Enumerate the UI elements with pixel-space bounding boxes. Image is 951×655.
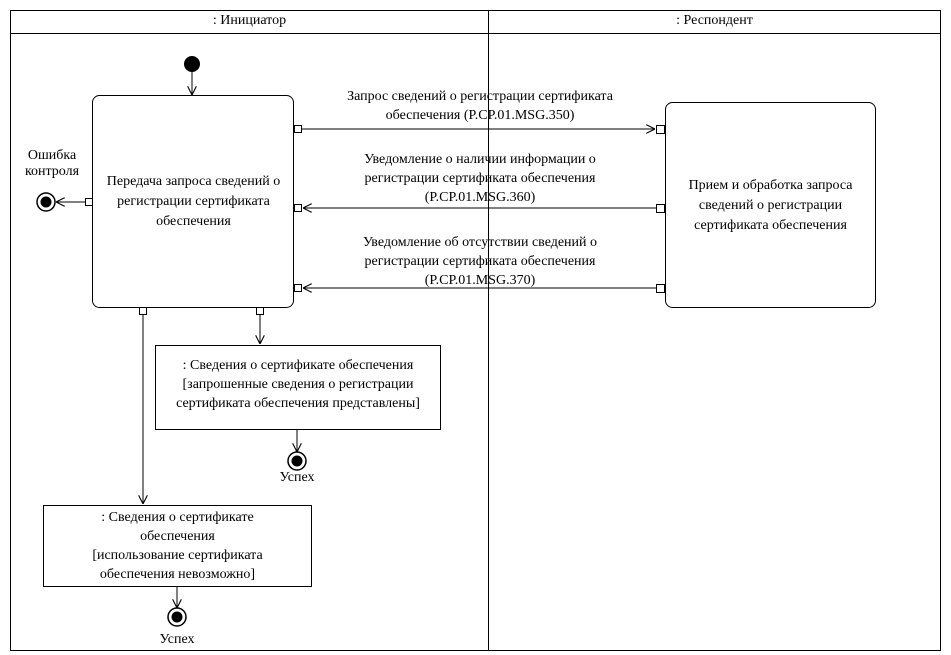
message-350-label: Запрос сведений о регистрации сертификат… [300,87,660,125]
final-error-line-1: Ошибка [27,148,77,163]
message-350-line-1: Запрос сведений о регистрации сертификат… [347,89,613,104]
message-360-label: Уведомление о наличии информации о регис… [300,150,660,207]
swimlane-initiator-title: : Инициатор [212,13,287,28]
swimlane-frame [10,10,941,651]
pin-out-msg360 [656,204,665,213]
pin-in-msg370 [294,284,302,292]
object-unusable-line-1: : Сведения о сертификате [101,510,254,525]
action-receive-request-box [665,102,876,308]
pin-out-msg370 [656,284,665,293]
object-provided-line-2: [запрошенные сведения о регистрации [182,377,414,392]
object-provided-label: : Сведения о сертификате обеспечения [за… [156,356,440,413]
pin-in-msg360 [294,204,302,212]
object-unusable-label: : Сведения о сертификате обеспечения [ис… [44,508,311,584]
action-send-request-label: Передача запроса сведений о регистрации … [106,174,281,229]
final-success-1-label: Успех [279,470,315,485]
message-370-line-3: (P.CP.01.MSG.370) [424,273,536,288]
action-receive-request-label: Прием и обработка запроса сведений о рег… [688,178,853,233]
message-360-line-3: (P.CP.01.MSG.360) [424,190,536,205]
object-provided-line-1: : Сведения о сертификате обеспечения [182,358,414,373]
pin-out-unusable [139,307,147,315]
object-unusable-line-3: [использование сертификата [92,548,263,563]
message-370-line-2: регистрации сертификата обеспечения [364,254,596,269]
pin-out-error [85,198,93,206]
object-provided-box [155,345,441,430]
final-error-line-2: контроля [24,164,80,179]
final-node-success-1-dot [291,455,303,467]
pin-in-msg350 [656,125,665,134]
final-error-label: Ошибка контроля [14,148,90,180]
message-370-label: Уведомление об отсутствии сведений о рег… [300,233,660,290]
pin-out-provided [256,307,264,315]
swimlane-respondent-title: : Респондент [676,13,753,28]
message-350-line-2: обеспечения (P.CP.01.MSG.350) [385,108,575,123]
object-unusable-line-2: обеспечения [140,529,215,544]
message-360-line-2: регистрации сертификата обеспечения [364,171,596,186]
initial-node [184,56,200,72]
final-success-2-label: Успех [159,632,195,647]
object-unusable-box [43,505,312,587]
pin-out-msg350 [294,125,302,133]
object-provided-line-3: сертификата обеспечения представлены] [176,396,420,411]
message-360-line-1: Уведомление о наличии информации о [364,152,596,167]
final-node-success-2-dot [171,611,183,623]
message-370-line-1: Уведомление об отсутствии сведений о [362,235,598,250]
object-unusable-line-4: обеспечения невозможно] [99,567,256,582]
final-node-error-dot [40,196,52,208]
